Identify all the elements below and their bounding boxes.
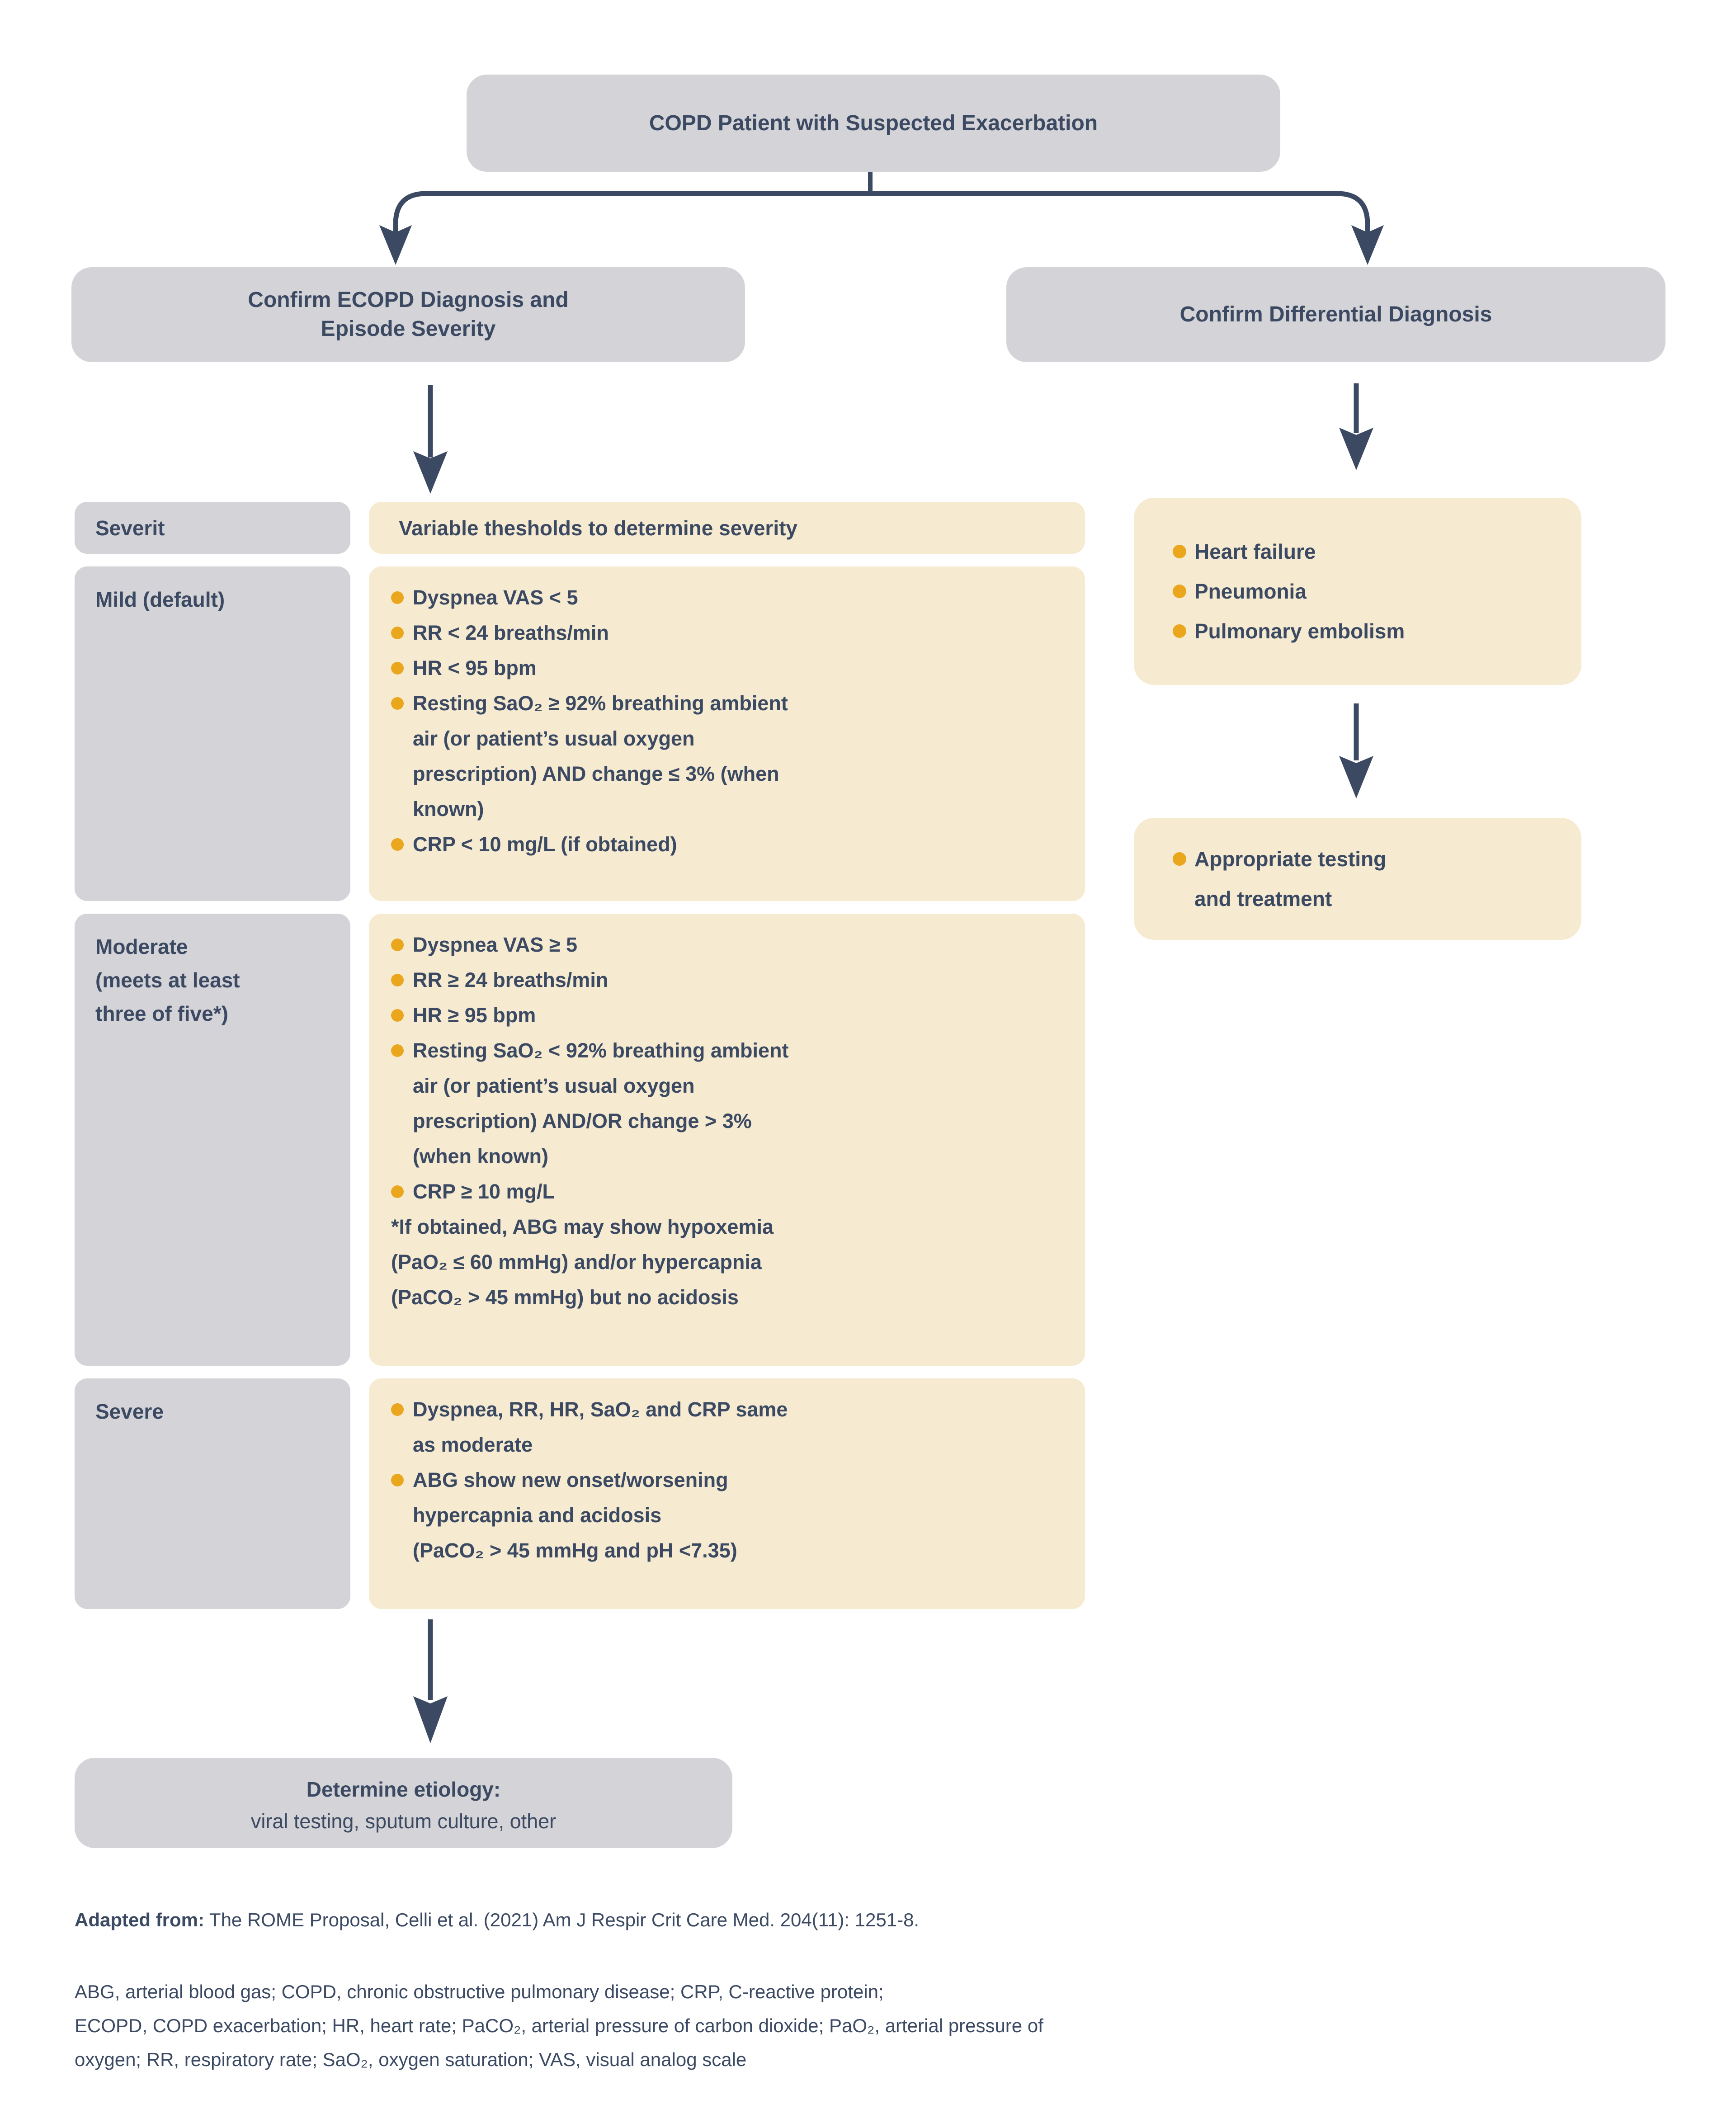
bullet-text: CRP < 10 mg/L (if obtained) <box>413 833 677 856</box>
bullet-text: RR ≥ 24 breaths/min <box>413 968 609 991</box>
bullet-item: HR ≥ 95 bpm <box>391 998 1060 1033</box>
bullet-icon <box>391 974 404 986</box>
bullet-text: ABG show new onset/worsening hypercapnia… <box>413 1468 737 1562</box>
bullet-list-severe: Dyspnea, RR, HR, SaO₂ and CRP same as mo… <box>391 1392 1060 1568</box>
node-confirm-ecopd: Confirm ECOPD Diagnosis and Episode Seve… <box>71 267 745 362</box>
arrowhead-left-to-table <box>413 451 448 494</box>
adapted-from-line: Adapted from: The ROME Proposal, Celli e… <box>75 1907 1693 1933</box>
node-copd-patient: COPD Patient with Suspected Exacerbation <box>467 75 1280 172</box>
adapted-from-label: Adapted from: <box>75 1909 204 1930</box>
arrowhead-branch-right <box>1351 225 1384 265</box>
bullet-text: Pneumonia <box>1194 580 1307 603</box>
severity-row-moderate-label: Moderate (meets at least three of five*) <box>75 914 350 1366</box>
bullet-icon <box>391 939 404 951</box>
bullet-text: Resting SaO₂ ≥ 92% breathing ambient air… <box>413 692 788 821</box>
moderate-abg-footnote: *If obtained, ABG may show hypoxemia (Pa… <box>391 1215 774 1309</box>
bullet-item: CRP ≥ 10 mg/L <box>391 1174 1060 1209</box>
bullet-icon <box>1173 624 1186 638</box>
bullet-item: Heart failure <box>1173 532 1568 571</box>
bullet-icon <box>391 1403 404 1416</box>
bullet-item: Dyspnea, RR, HR, SaO₂ and CRP same as mo… <box>391 1392 1060 1463</box>
bullet-icon <box>391 1044 404 1057</box>
bullet-icon <box>1173 585 1186 598</box>
abbreviations-text: ABG, arterial blood gas; COPD, chronic o… <box>75 1981 1043 2070</box>
bullet-item: RR ≥ 24 breaths/min <box>391 962 1060 998</box>
bullet-text: RR < 24 breaths/min <box>413 621 609 644</box>
bullet-icon <box>1173 852 1186 866</box>
bullet-item: Pneumonia <box>1173 571 1568 611</box>
severity-row-severe-label: Severe <box>75 1378 350 1609</box>
bullet-icon <box>391 591 404 604</box>
adapted-from-citation: The ROME Proposal, Celli et al. (2021) A… <box>204 1909 920 1930</box>
severity-row-moderate-criteria: Dyspnea VAS ≥ 5 RR ≥ 24 breaths/min HR ≥ 9… <box>369 914 1085 1366</box>
bullet-list-mild: Dyspnea VAS < 5 RR < 24 breaths/min HR < 9… <box>391 580 1060 862</box>
bullet-icon <box>391 627 404 639</box>
severity-table-header-thresholds: Variable thesholds to determine severity <box>369 502 1085 554</box>
bullet-icon <box>391 1474 404 1486</box>
bullet-item: Appropriate testing and treatment <box>1173 839 1568 919</box>
bullet-icon <box>391 838 404 851</box>
bullet-item: Dyspnea VAS < 5 <box>391 580 1060 615</box>
node-determine-etiology: Determine etiology: viral testing, sputu… <box>75 1758 732 1848</box>
bullet-item: HR < 95 bpm <box>391 651 1060 686</box>
bullet-icon <box>391 662 404 675</box>
bullet-icon <box>391 1009 404 1022</box>
bullet-text: HR ≥ 95 bpm <box>413 1004 536 1027</box>
bullet-list-action: Appropriate testing and treatment <box>1173 839 1568 919</box>
bullet-text: CRP ≥ 10 mg/L <box>413 1180 555 1203</box>
bullet-text: HR < 95 bpm <box>413 656 537 679</box>
bullet-text: Dyspnea VAS < 5 <box>413 586 578 609</box>
node-confirm-differential-label: Confirm Differential Diagnosis <box>1179 302 1492 326</box>
node-confirm-differential: Confirm Differential Diagnosis <box>1006 267 1665 362</box>
bullet-text: Heart failure <box>1194 540 1316 563</box>
arrowhead-branch-left <box>379 225 412 265</box>
arrowhead-conditions-to-action <box>1339 756 1373 798</box>
bullet-text: Dyspnea VAS ≥ 5 <box>413 933 577 956</box>
severity-row-mild-criteria: Dyspnea VAS < 5 RR < 24 breaths/min HR < 9… <box>369 566 1085 901</box>
arrowhead-table-to-etiology <box>413 1696 448 1743</box>
bullet-item: Dyspnea VAS ≥ 5 <box>391 927 1060 962</box>
bullet-item: CRP < 10 mg/L (if obtained) <box>391 827 1060 862</box>
determine-etiology-subtitle: viral testing, sputum culture, other <box>250 1810 557 1833</box>
severity-row-mild-label: Mild (default) <box>75 566 350 901</box>
footer: Adapted from: The ROME Proposal, Celli e… <box>75 1907 1693 2076</box>
determine-etiology-title: Determine etiology: <box>306 1778 501 1801</box>
bullet-text: Pulmonary embolism <box>1194 619 1405 643</box>
node-confirm-ecopd-label: Confirm ECOPD Diagnosis and Episode Seve… <box>248 288 569 341</box>
bullet-text: Dyspnea, RR, HR, SaO₂ and CRP same as mo… <box>413 1398 788 1456</box>
severity-row-severe-criteria: Dyspnea, RR, HR, SaO₂ and CRP same as mo… <box>369 1378 1085 1609</box>
bullet-icon <box>391 1185 404 1198</box>
bullet-icon <box>1173 545 1186 558</box>
bullet-item: Pulmonary embolism <box>1173 611 1568 651</box>
differential-action-box: Appropriate testing and treatment <box>1134 818 1581 940</box>
bullet-item: Resting SaO₂ ≥ 92% breathing ambient air… <box>391 686 1060 827</box>
bullet-icon <box>391 697 404 710</box>
bullet-item: RR < 24 breaths/min <box>391 615 1060 651</box>
bullet-text: Appropriate testing and treatment <box>1194 847 1387 911</box>
arrowhead-right-to-conditions <box>1339 428 1373 470</box>
bullet-list-moderate: Dyspnea VAS ≥ 5 RR ≥ 24 breaths/min HR ≥ 9… <box>391 927 1060 1209</box>
severity-table: Severit Variable thesholds to determine … <box>75 502 1085 1609</box>
node-copd-patient-label: COPD Patient with Suspected Exacerbation <box>649 111 1098 135</box>
bullet-item: ABG show new onset/worsening hypercapnia… <box>391 1463 1060 1568</box>
bullet-item: Resting SaO₂ < 92% breathing ambient air… <box>391 1033 1060 1174</box>
connector-branch-bracket <box>393 191 1370 233</box>
bullet-text: Resting SaO₂ < 92% breathing ambient air… <box>413 1039 789 1168</box>
severity-table-header-severity: Severit <box>75 502 350 554</box>
